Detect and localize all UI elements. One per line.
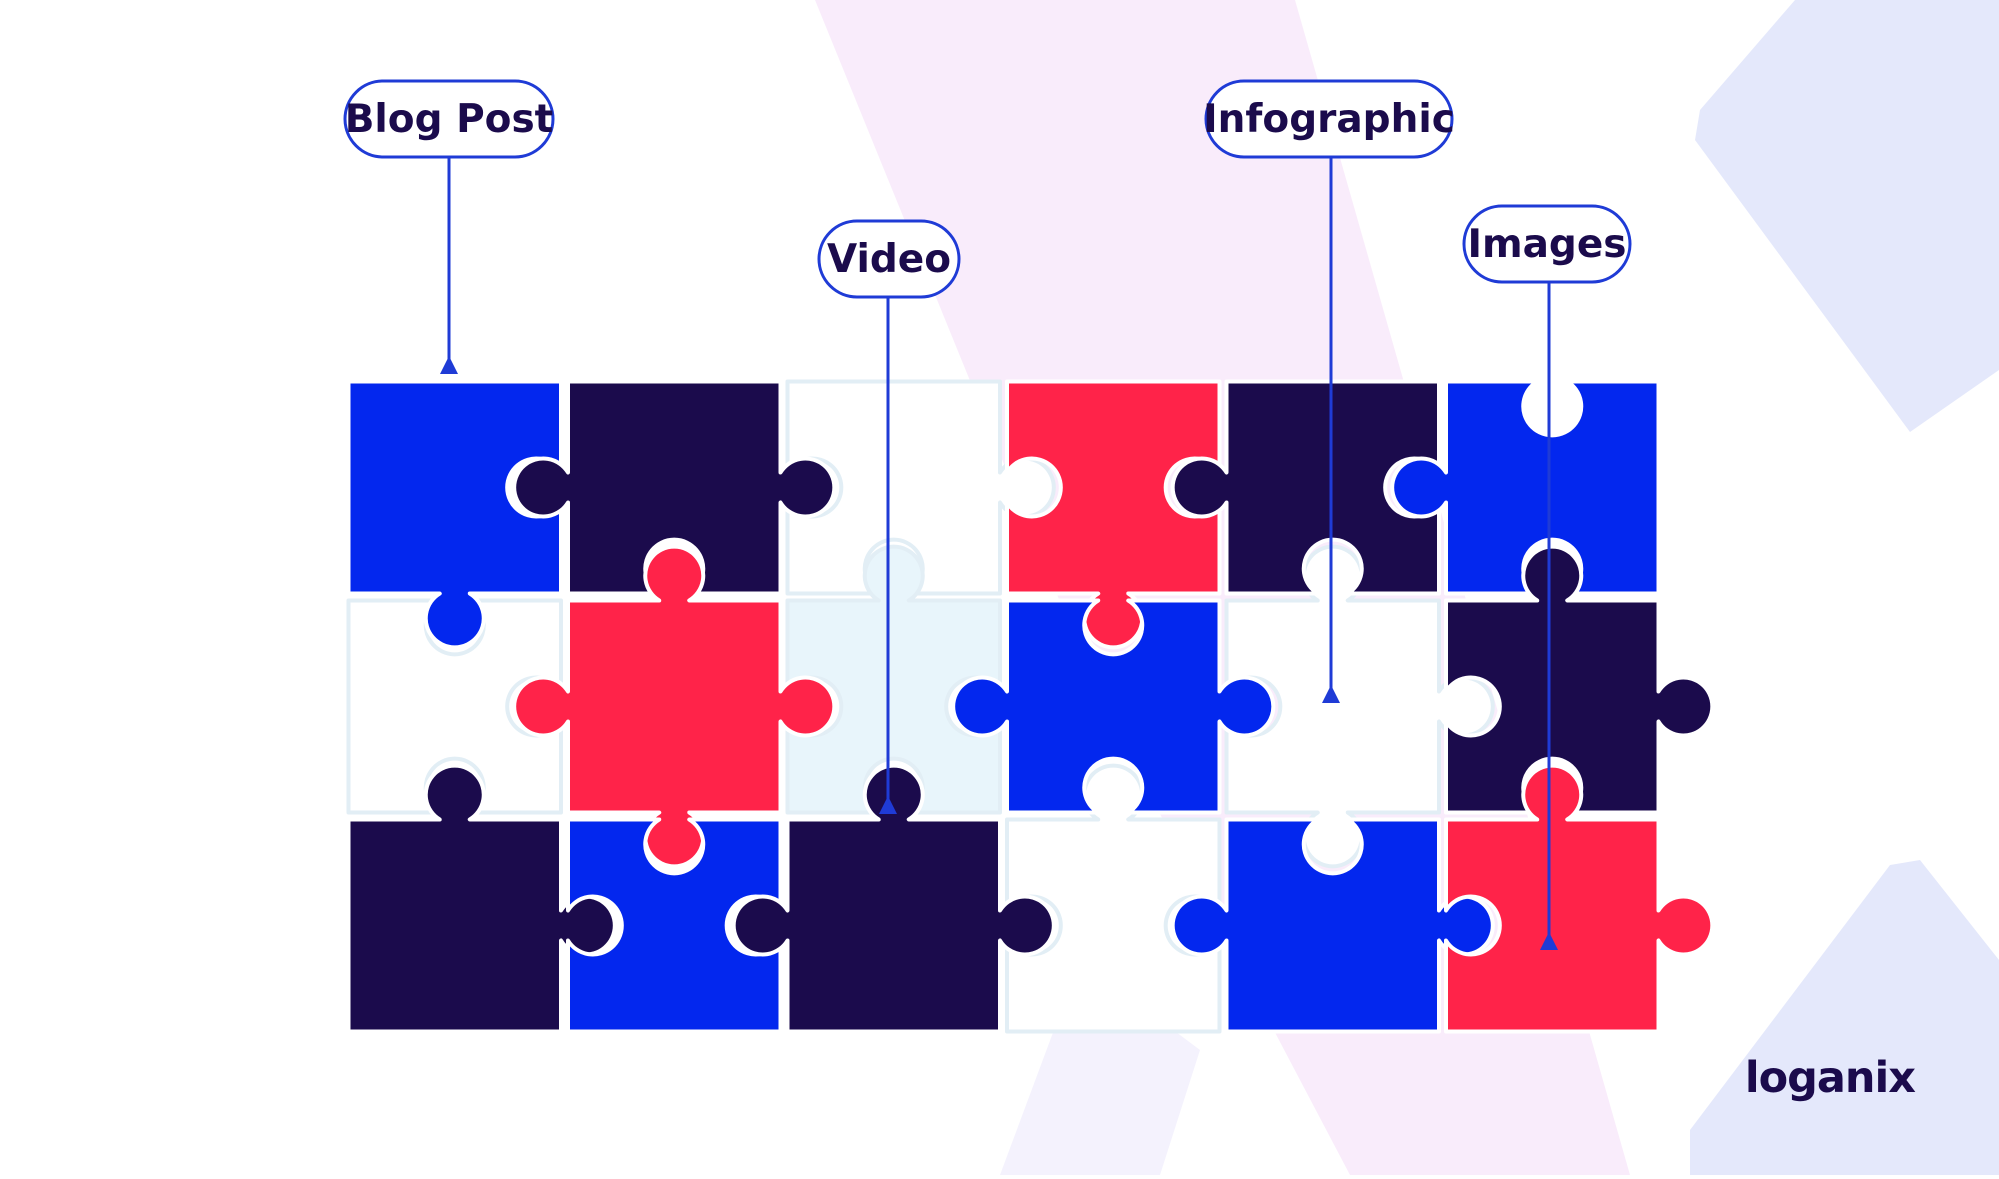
callout-images: Images [1462, 204, 1632, 950]
callout-pill [817, 219, 961, 299]
arrowhead-icon [440, 356, 458, 374]
callout-label: Infographic [1203, 97, 1455, 142]
puzzle-piece-red [512, 544, 837, 869]
puzzle-piece-white [1224, 544, 1495, 869]
puzzle-piece-blue [566, 817, 783, 1034]
callout-infographic: Infographic [1203, 79, 1455, 703]
callout-label: Video [827, 237, 951, 282]
arrowhead-icon [1540, 932, 1558, 950]
puzzle-piece-white [1005, 763, 1222, 1034]
puzzle-piece-light [785, 544, 1002, 815]
puzzle-piece-navy [512, 379, 837, 596]
puzzle-piece-blue [951, 598, 1276, 815]
callout-blog-post: Blog Post [343, 79, 555, 374]
callout-label: Images [1467, 222, 1626, 267]
bg-diamond-bottom-right [1690, 860, 1999, 1175]
callout-video: Video [817, 219, 961, 814]
callout-pill [343, 79, 555, 159]
callout-label: Blog Post [345, 97, 554, 142]
puzzle-piece-navy [1444, 544, 1715, 815]
puzzle-piece-red [1005, 379, 1222, 650]
puzzle-piece-navy [731, 763, 1056, 1034]
arrowhead-icon [879, 796, 897, 814]
brand-logo: loganix [1745, 1053, 1916, 1103]
callout-pill [1204, 79, 1454, 159]
puzzle-piece-blue [1390, 379, 1661, 596]
arrowhead-icon [1322, 685, 1340, 703]
bg-diamond-top-right [1695, 0, 1999, 432]
callout-pill [1462, 204, 1632, 284]
puzzle-piece-white [785, 379, 1056, 596]
puzzle-piece-blue [1170, 817, 1495, 1034]
puzzle-piece-navy [1170, 379, 1441, 596]
puzzle-piece-red [1444, 763, 1715, 1034]
puzzle-piece-blue [346, 379, 563, 650]
puzzle-piece-white [346, 598, 563, 815]
